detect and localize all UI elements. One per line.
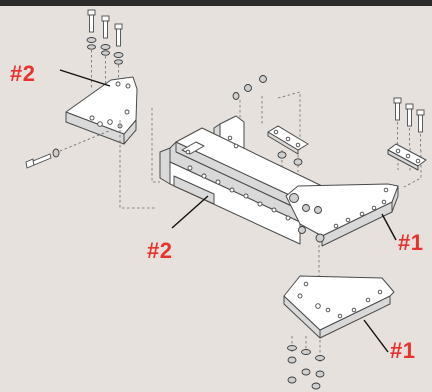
left-mounting-plate: [65, 76, 138, 145]
leader-line-left-plate: [59, 69, 111, 87]
callout-right-plate: #1: [398, 230, 424, 255]
bolt: [100, 15, 111, 56]
frame-hardware: [232, 75, 267, 100]
callout-left-plate: #2: [10, 61, 36, 86]
lower-mounting-plate: [283, 275, 395, 339]
side-bolt: [25, 127, 117, 169]
leader-line-center-frame: [171, 195, 209, 229]
bolt: [113, 23, 124, 65]
right-link-bar: [387, 143, 427, 171]
top-bar: [0, 0, 432, 6]
bolt: [86, 9, 97, 50]
bolt: [416, 109, 425, 133]
bolt-group-bottom: [287, 345, 325, 390]
right-mounting-plate: [285, 183, 399, 247]
callout-center-frame: #2: [147, 238, 173, 263]
bolt-group-top-left: [86, 9, 124, 90]
bolt-group-right: [393, 97, 425, 150]
bolt: [393, 97, 402, 121]
main-frame: [159, 115, 323, 245]
bolt: [405, 103, 414, 127]
callout-lower-plate: #1: [390, 338, 416, 363]
center-link-bar: [267, 125, 309, 166]
leader-line-right-plate: [381, 213, 397, 241]
leader-line-lower-plate: [363, 319, 389, 353]
